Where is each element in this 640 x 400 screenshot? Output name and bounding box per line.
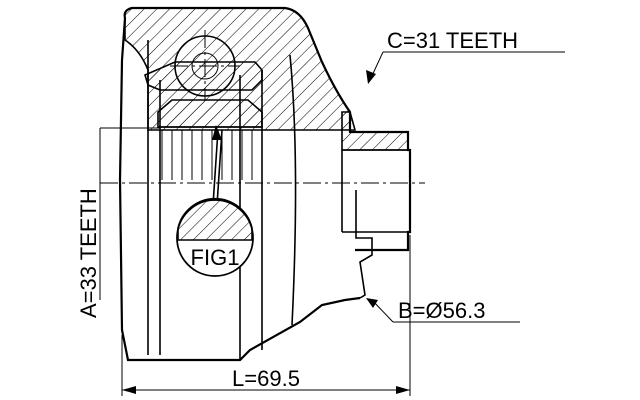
dimension-c: C=31 TEETH xyxy=(366,28,565,84)
b-diameter-label: B=Ø56.3 xyxy=(398,298,485,323)
length-label: L=69.5 xyxy=(232,366,300,391)
dimension-a: A=33 TEETH xyxy=(76,127,160,318)
fig1-leader xyxy=(212,125,223,206)
dimension-l: L=69.5 xyxy=(121,235,411,396)
stub-shaft xyxy=(341,111,412,299)
inner-spline-zone xyxy=(144,61,263,180)
housing-outline xyxy=(118,6,361,362)
fig1-label: FIG1 xyxy=(191,245,240,270)
fig1-bubble: FIG1 xyxy=(176,197,254,277)
ball-detail xyxy=(170,30,240,100)
dimension-b: B=Ø56.3 xyxy=(366,298,520,323)
c-teeth-label: C=31 TEETH xyxy=(387,28,518,53)
a-teeth-label: A=33 TEETH xyxy=(76,188,101,318)
